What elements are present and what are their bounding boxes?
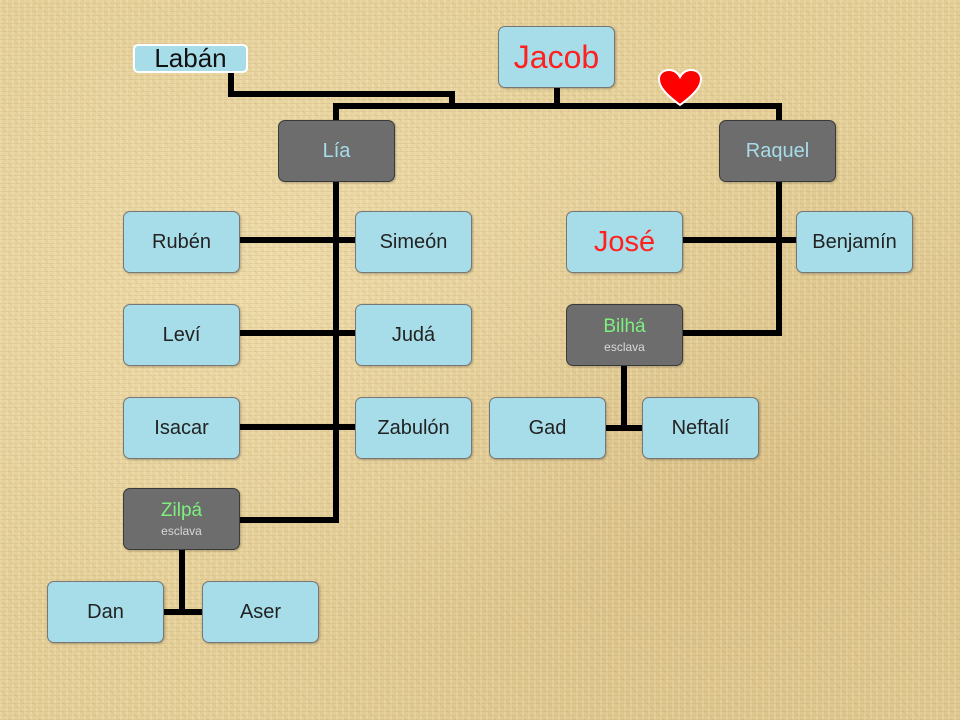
node-juda: Judá (355, 304, 472, 366)
node-aser: Aser (202, 581, 319, 643)
node-dan: Dan (47, 581, 164, 643)
node-ruben: Rubén (123, 211, 240, 273)
node-benjamin: Benjamín (796, 211, 913, 273)
node-jose: José (566, 211, 683, 273)
node-simeon: Simeón (355, 211, 472, 273)
node-levi: Leví (123, 304, 240, 366)
node-lia: Lía (278, 120, 395, 182)
node-isacar: Isacar (123, 397, 240, 459)
node-gad: Gad (489, 397, 606, 459)
node-neftali: Neftalí (642, 397, 759, 459)
node-jacob: Jacob (498, 26, 615, 88)
node-bilha: Bilhá esclava (566, 304, 683, 366)
node-laban: Labán (133, 43, 248, 73)
node-raquel: Raquel (719, 120, 836, 182)
heart-icon (658, 69, 702, 107)
node-zilpa: Zilpá esclava (123, 488, 240, 550)
node-zabulon: Zabulón (355, 397, 472, 459)
